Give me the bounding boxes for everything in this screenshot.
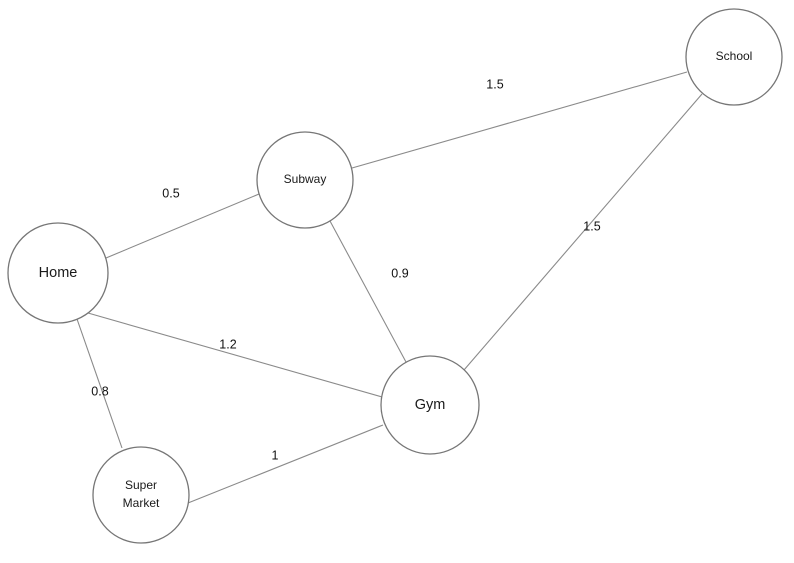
node-circle-subway[interactable] <box>256 131 354 229</box>
edge-home-subway <box>105 193 260 259</box>
node-home[interactable]: Home <box>7 222 109 324</box>
edge-subway-school <box>351 71 688 169</box>
edge-subway-gym <box>329 220 407 363</box>
node-circle-supermarket[interactable] <box>92 446 190 544</box>
edge-weight-gym-school: 1.5 <box>583 219 600 233</box>
node-label-school: School <box>716 49 753 63</box>
node-label-subway: Subway <box>284 172 327 186</box>
node-subway[interactable]: Subway <box>256 131 354 229</box>
edge-weight-supermarket-gym: 1 <box>272 448 279 462</box>
edge-weights-layer: 0.5 1.5 0.9 1.5 1.2 0.8 1 <box>91 77 600 462</box>
edge-weight-home-supermarket: 0.8 <box>91 384 108 398</box>
node-circle-school[interactable] <box>685 8 783 106</box>
edges-layer <box>76 71 703 504</box>
node-school[interactable]: School <box>685 8 783 106</box>
edge-home-gym <box>87 312 383 398</box>
edge-weight-subway-gym: 0.9 <box>391 266 408 280</box>
edge-weight-home-gym: 1.2 <box>219 337 236 351</box>
edge-weight-home-subway: 0.5 <box>162 186 179 200</box>
node-label-supermarket: Market <box>123 496 160 510</box>
edge-weight-subway-school: 1.5 <box>486 77 503 91</box>
edge-supermarket-gym <box>187 424 384 504</box>
node-label-gym: Gym <box>415 397 446 413</box>
edge-home-supermarket <box>76 318 123 449</box>
edge-gym-school <box>463 93 703 371</box>
node-circle-home[interactable] <box>7 222 109 324</box>
node-gym[interactable]: Gym <box>380 355 480 455</box>
node-circle-gym[interactable] <box>380 355 480 455</box>
node-label-home: Home <box>39 265 78 281</box>
node-label-supermarket: Super <box>125 478 157 492</box>
